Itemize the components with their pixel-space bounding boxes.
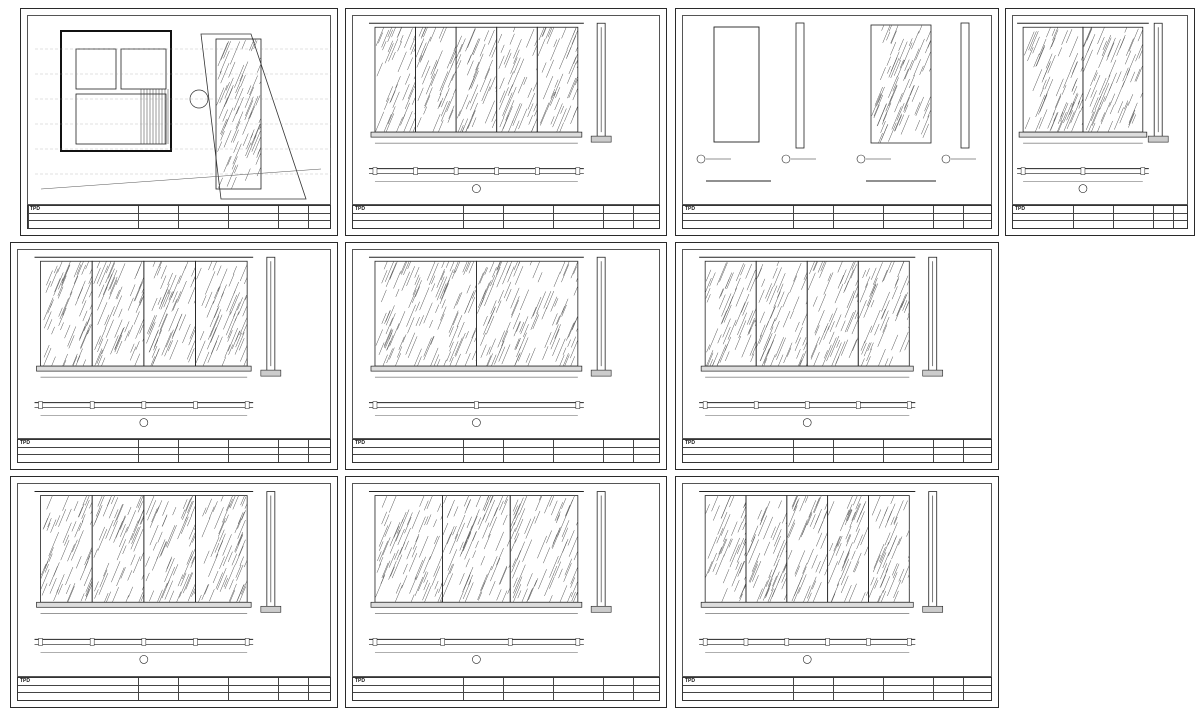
sheet-frame (682, 249, 992, 439)
title-block-logo: TPD (685, 678, 695, 684)
sheet-frame (352, 249, 660, 439)
drawing-sheet-2[interactable]: TPD (345, 8, 667, 236)
title-block: TPD (352, 439, 660, 463)
drawing-sheet-6[interactable]: TPD (345, 242, 667, 470)
elevation-drawing (368, 491, 612, 664)
title-block: TPD (17, 677, 331, 701)
sheet-frame (17, 483, 331, 677)
title-block-logo: TPD (1015, 206, 1025, 212)
title-block-logo: TPD (20, 678, 30, 684)
title-block: TPD (27, 205, 331, 229)
title-block-logo: TPD (355, 206, 365, 212)
elevation-drawing (699, 491, 944, 664)
drawing-sheet-8[interactable]: TPD (10, 476, 338, 708)
title-block-logo: TPD (685, 206, 695, 212)
elevation-drawing (34, 491, 282, 664)
elevation-drawing (34, 256, 282, 427)
title-block-logo: TPD (685, 440, 695, 446)
title-block-logo: TPD (355, 440, 365, 446)
drawing-sheet-10[interactable]: TPD (675, 476, 999, 708)
title-block: TPD (352, 205, 660, 229)
title-block-logo: TPD (355, 678, 365, 684)
elevation-drawing (368, 256, 612, 427)
sheet-frame (682, 15, 992, 205)
drawing-sheet-3[interactable]: TPD (675, 8, 999, 236)
drawing-sheet-4[interactable]: TPD (1005, 8, 1195, 236)
sheet-frame (1012, 15, 1188, 205)
title-block: TPD (682, 677, 992, 701)
title-block: TPD (352, 677, 660, 701)
elevation-drawing (699, 256, 944, 427)
drawing-sheet-7[interactable]: TPD (675, 242, 999, 470)
title-block: TPD (17, 439, 331, 463)
title-block: TPD (682, 205, 992, 229)
floor-plan-drawing (35, 30, 331, 200)
title-block-logo: TPD (20, 440, 30, 446)
drawing-sheet-5[interactable]: TPD (10, 242, 338, 470)
sheet-frame (17, 249, 331, 439)
title-block-logo: TPD (30, 206, 40, 212)
title-block: TPD (682, 439, 992, 463)
details-drawing (696, 22, 976, 182)
elevation-drawing (368, 22, 612, 193)
sheet-frame (352, 15, 660, 205)
title-block: TPD (1012, 205, 1188, 229)
elevation-drawing (1017, 22, 1169, 193)
drawing-sheet-1[interactable]: TPD (20, 8, 338, 236)
sheet-frame (27, 15, 331, 205)
sheet-frame (352, 483, 660, 677)
drawing-sheet-9[interactable]: TPD (345, 476, 667, 708)
sheet-frame (682, 483, 992, 677)
